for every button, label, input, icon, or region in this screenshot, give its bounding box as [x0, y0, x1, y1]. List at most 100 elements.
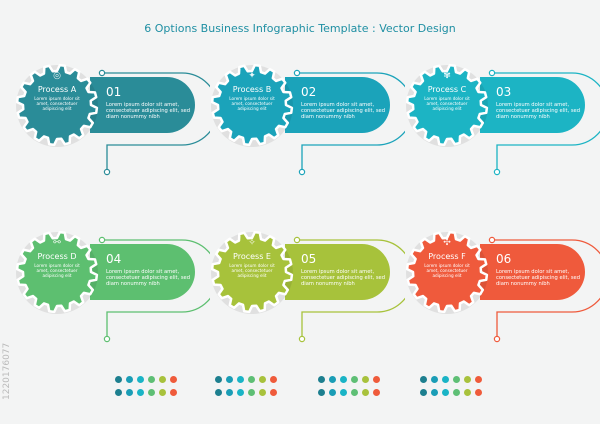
- connector-dot: [493, 168, 501, 176]
- palette-dot: [148, 376, 155, 383]
- connector-line: [492, 239, 600, 339]
- palette-dot: [329, 389, 336, 396]
- palette-dot: [442, 389, 449, 396]
- palette-dot: [159, 389, 166, 396]
- color-palette: [420, 376, 486, 396]
- palette-dot: [475, 376, 482, 383]
- palette-dot: [215, 376, 222, 383]
- color-palette: [318, 376, 384, 396]
- palette-dot: [453, 389, 460, 396]
- flower-icon: ✾: [443, 71, 451, 81]
- process-block: ◎ Process A Lorem ipsum dolor sit amet, …: [10, 60, 210, 185]
- process-description: Lorem ipsum dolor sit amet, consectetuer…: [106, 102, 191, 121]
- process-subtext: Lorem ipsum dolor sit amet, consectetuer…: [229, 263, 275, 278]
- connector-dot: [103, 335, 111, 343]
- palette-dot: [126, 376, 133, 383]
- palette-dot: [259, 389, 266, 396]
- pill-banner: [480, 77, 585, 133]
- process-block: ⚯ Process D Lorem ipsum dolor sit amet, …: [10, 227, 210, 352]
- process-block: ✾ Process C Lorem ipsum dolor sit amet, …: [400, 60, 600, 185]
- process-number: 06: [496, 252, 512, 266]
- palette-dot: [126, 389, 133, 396]
- process-description: Lorem ipsum dolor sit amet, consectetuer…: [496, 269, 581, 288]
- pill-banner: [285, 244, 390, 300]
- palette-dot: [431, 376, 438, 383]
- palette-dot: [373, 389, 380, 396]
- connector-dot: [293, 69, 301, 77]
- palette-dot: [115, 376, 122, 383]
- connector-line: [297, 72, 405, 172]
- process-block: ✦ Process B Lorem ipsum dolor sit amet, …: [205, 60, 405, 185]
- sparkle-icon: ✦: [248, 71, 256, 81]
- connector-line: [297, 239, 405, 339]
- process-name: Process F: [428, 252, 466, 261]
- process-description: Lorem ipsum dolor sit amet, consectetuer…: [106, 269, 191, 288]
- palette-dot: [215, 389, 222, 396]
- palette-dot: [420, 389, 427, 396]
- process-number: 04: [106, 252, 122, 266]
- process-number: 03: [496, 85, 512, 99]
- connector-line: [102, 72, 210, 172]
- palette-dot: [248, 389, 255, 396]
- process-number: 01: [106, 85, 122, 99]
- palette-dot: [237, 389, 244, 396]
- connector-dot: [293, 236, 301, 244]
- palette-dot: [226, 389, 233, 396]
- palette-dot: [318, 389, 325, 396]
- process-description: Lorem ipsum dolor sit amet, consectetuer…: [496, 102, 581, 121]
- palette-dot: [137, 389, 144, 396]
- palette-dot: [431, 389, 438, 396]
- process-graphic: [15, 63, 210, 176]
- process-subtext: Lorem ipsum dolor sit amet, consectetuer…: [424, 263, 470, 278]
- palette-dot: [464, 376, 471, 383]
- palette-dot: [475, 389, 482, 396]
- connector-dot: [98, 69, 106, 77]
- process-graphic: [210, 63, 405, 176]
- palette-dot: [237, 376, 244, 383]
- palette-dot: [442, 376, 449, 383]
- star-icon: ✧: [248, 238, 256, 248]
- connector-line: [492, 72, 600, 172]
- gear-shape: [405, 230, 489, 314]
- palette-dot: [318, 376, 325, 383]
- connector-dot: [488, 69, 496, 77]
- process-subtext: Lorem ipsum dolor sit amet, consectetuer…: [229, 96, 275, 111]
- process-graphic: [405, 63, 600, 176]
- gear-shape: [15, 230, 99, 314]
- process-description: Lorem ipsum dolor sit amet, consectetuer…: [301, 269, 386, 288]
- process-subtext: Lorem ipsum dolor sit amet, consectetuer…: [34, 96, 80, 111]
- palette-dot: [464, 389, 471, 396]
- process-graphic: [405, 230, 600, 343]
- process-name: Process D: [37, 252, 77, 261]
- palette-dot: [420, 376, 427, 383]
- gear-shape: [405, 63, 489, 147]
- connector-dot: [488, 236, 496, 244]
- compass-icon: ✣: [443, 238, 451, 248]
- palette-dot: [373, 376, 380, 383]
- palette-dot: [148, 389, 155, 396]
- palette-dot: [362, 389, 369, 396]
- pill-banner: [285, 77, 390, 133]
- process-name: Process E: [233, 252, 271, 261]
- palette-dot: [226, 376, 233, 383]
- gear-shape: [15, 63, 99, 147]
- connector-dot: [298, 168, 306, 176]
- process-name: Process C: [427, 85, 467, 94]
- palette-dot: [351, 376, 358, 383]
- connector-dot: [493, 335, 501, 343]
- palette-dot: [170, 376, 177, 383]
- palette-dot: [115, 389, 122, 396]
- process-block: ✣ Process F Lorem ipsum dolor sit amet, …: [400, 227, 600, 352]
- circle-icon: ◎: [53, 71, 61, 81]
- palette-dot: [340, 389, 347, 396]
- palette-dot: [340, 376, 347, 383]
- color-palette: [215, 376, 281, 396]
- page-title: 6 Options Business Infographic Template …: [144, 22, 456, 35]
- process-block: ✧ Process E Lorem ipsum dolor sit amet, …: [205, 227, 405, 352]
- palette-dot: [137, 376, 144, 383]
- gear-shape: [210, 63, 294, 147]
- gear-shape: [210, 230, 294, 314]
- connector-dot: [103, 168, 111, 176]
- process-subtext: Lorem ipsum dolor sit amet, consectetuer…: [34, 263, 80, 278]
- process-number: 02: [301, 85, 317, 99]
